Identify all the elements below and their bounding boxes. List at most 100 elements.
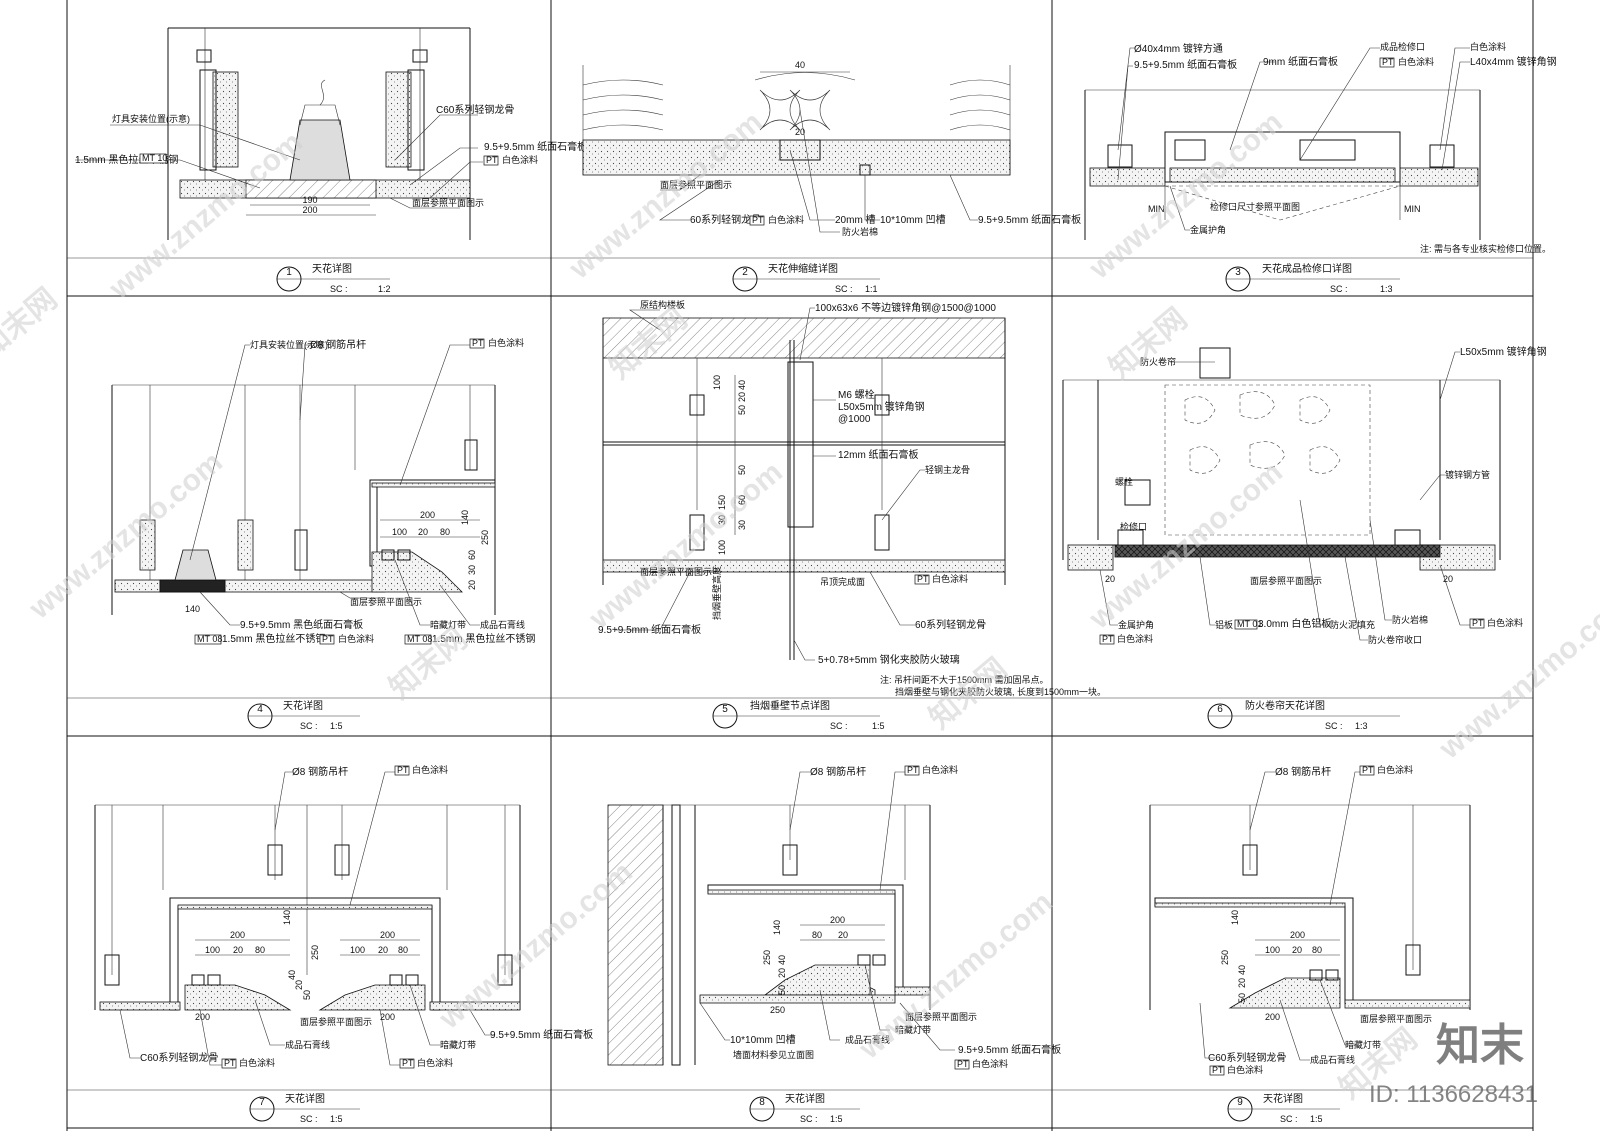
svg-text:1.5mm 黑色拉丝不锈钢: 1.5mm 黑色拉丝不锈钢 xyxy=(222,632,325,645)
svg-text:面层参照平面图示: 面层参照平面图示 xyxy=(660,179,732,190)
svg-text:面层参照平面图示: 面层参照平面图示 xyxy=(1250,575,1322,586)
svg-text:1.5mm 黑色拉丝不锈钢: 1.5mm 黑色拉丝不锈钢 xyxy=(432,632,535,645)
scale-label: SC : xyxy=(300,721,318,731)
svg-text:暗藏灯带: 暗藏灯带 xyxy=(895,1024,931,1035)
svg-text:白色涂料: 白色涂料 xyxy=(1487,617,1523,628)
svg-text:面层参照平面图示: 面层参照平面图示 xyxy=(350,596,422,607)
svg-text:9mm 纸面石膏板: 9mm 纸面石膏板 xyxy=(1263,55,1338,68)
svg-text:250: 250 xyxy=(310,945,320,960)
svg-text:3.0mm 白色铝板: 3.0mm 白色铝板 xyxy=(1258,617,1331,630)
svg-text:50: 50 xyxy=(1237,993,1247,1003)
svg-text:金属护角: 金属护角 xyxy=(1118,619,1154,630)
svg-text:www.znzmo.com: www.znzmo.com xyxy=(1083,105,1289,286)
svg-text:80: 80 xyxy=(255,945,265,955)
svg-text:暗藏灯带: 暗藏灯带 xyxy=(430,619,466,630)
svg-text:www.znzmo.com: www.znzmo.com xyxy=(583,455,789,636)
svg-text:白色涂料: 白色涂料 xyxy=(768,214,804,225)
svg-text:C60系列轻钢龙骨: C60系列轻钢龙骨 xyxy=(1208,1051,1286,1064)
svg-text:9.5+9.5mm 纸面石膏板: 9.5+9.5mm 纸面石膏板 xyxy=(598,623,701,636)
scale-value: 1:1 xyxy=(865,284,878,294)
svg-text:20: 20 xyxy=(294,980,304,990)
svg-text:MIN: MIN xyxy=(1148,204,1165,214)
panel-title-7: 7 天花详图 SC : 1:5 xyxy=(249,1092,360,1124)
svg-text:60: 60 xyxy=(467,550,477,560)
scale-label: SC : xyxy=(1330,284,1348,294)
svg-text:140: 140 xyxy=(772,920,782,935)
svg-text:PT: PT xyxy=(1362,765,1374,775)
svg-text:250: 250 xyxy=(770,1005,785,1015)
svg-text:10*10mm 凹槽: 10*10mm 凹槽 xyxy=(880,213,946,226)
scale-value: 1:3 xyxy=(1355,721,1368,731)
watermarks: 知末网 www.znzmo.com www.znzmo.com 知末网 www.… xyxy=(0,105,1600,1108)
svg-text:20: 20 xyxy=(795,127,805,137)
svg-text:白色涂料: 白色涂料 xyxy=(1398,56,1434,67)
svg-text:L50x5mm 镀锌角钢: L50x5mm 镀锌角钢 xyxy=(838,400,925,413)
svg-text:PT: PT xyxy=(907,765,919,775)
svg-text:注: 需与各专业核实检修口位置。: 注: 需与各专业核实检修口位置。 xyxy=(1420,243,1551,254)
svg-text:灯具安装位置(示意): 灯具安装位置(示意) xyxy=(250,339,328,350)
panel-title: 天花详图 xyxy=(1263,1092,1303,1105)
panel-title: 天花伸缩缝详图 xyxy=(768,262,838,275)
svg-text:100x63x6 不等边镀锌角钢@1500@1000: 100x63x6 不等边镀锌角钢@1500@1000 xyxy=(815,301,996,314)
panel-title-3: 3 天花成品检修口详图 SC : 1:3 xyxy=(1225,262,1400,294)
svg-text:PT: PT xyxy=(957,1059,969,1069)
panel-number: 8 xyxy=(759,1097,765,1108)
svg-text:80: 80 xyxy=(398,945,408,955)
svg-text:20: 20 xyxy=(233,945,243,955)
svg-text:吊顶完成面: 吊顶完成面 xyxy=(820,576,865,587)
svg-text:100: 100 xyxy=(717,540,727,555)
svg-text:挡烟垂壁与钢化夹胶防火玻璃, 长度到1500mm一块。: 挡烟垂壁与钢化夹胶防火玻璃, 长度到1500mm一块。 xyxy=(895,686,1106,697)
panel-7-drawing: 200 100 20 80 200 100 20 80 140 250 40 2… xyxy=(94,764,593,1069)
panel-title-8: 8 天花详图 SC : 1:5 xyxy=(749,1092,860,1124)
panel-title: 天花详图 xyxy=(312,262,352,275)
svg-text:50: 50 xyxy=(302,990,312,1000)
svg-text:PT: PT xyxy=(486,155,498,165)
svg-text:140: 140 xyxy=(185,604,200,614)
svg-text:20: 20 xyxy=(1443,574,1453,584)
svg-text:PT: PT xyxy=(397,765,409,775)
svg-text:成品检修口: 成品检修口 xyxy=(1380,41,1425,52)
svg-text:防火卷帘: 防火卷帘 xyxy=(1140,356,1176,367)
svg-text:PT: PT xyxy=(322,634,334,644)
svg-text:20: 20 xyxy=(737,392,747,402)
svg-text:成品石膏线: 成品石膏线 xyxy=(285,1039,330,1050)
svg-text:白色涂料: 白色涂料 xyxy=(338,633,374,644)
svg-text:PT: PT xyxy=(402,1058,414,1068)
svg-text:20mm 槽: 20mm 槽 xyxy=(835,213,876,226)
svg-text:面层参照平面图示: 面层参照平面图示 xyxy=(412,197,484,208)
svg-text:Ø8 钢筋吊杆: Ø8 钢筋吊杆 xyxy=(810,765,866,778)
svg-text:20: 20 xyxy=(838,930,848,940)
scale-label: SC : xyxy=(330,284,348,294)
svg-text:100: 100 xyxy=(350,945,365,955)
svg-text:60系列轻钢龙骨: 60系列轻钢龙骨 xyxy=(690,213,761,226)
svg-text:成品石膏线: 成品石膏线 xyxy=(1310,1054,1355,1065)
svg-text:60系列轻钢龙骨: 60系列轻钢龙骨 xyxy=(915,618,986,631)
svg-text:www.znzmo.com: www.znzmo.com xyxy=(23,445,229,626)
svg-text:200: 200 xyxy=(1265,1012,1280,1022)
panel-number: 2 xyxy=(742,267,748,278)
svg-text:150: 150 xyxy=(717,495,727,510)
scale-label: SC : xyxy=(835,284,853,294)
svg-text:暗藏灯带: 暗藏灯带 xyxy=(1345,1039,1381,1050)
svg-text:Ø8 钢筋吊杆: Ø8 钢筋吊杆 xyxy=(1275,765,1331,778)
svg-text:10*10mm 凹槽: 10*10mm 凹槽 xyxy=(730,1033,796,1046)
svg-text:白色涂料: 白色涂料 xyxy=(922,764,958,775)
svg-text:9.5+9.5mm 纸面石膏板: 9.5+9.5mm 纸面石膏板 xyxy=(978,213,1081,226)
svg-text:100: 100 xyxy=(392,527,407,537)
svg-text:@1000: @1000 xyxy=(838,414,871,425)
svg-text:80: 80 xyxy=(812,930,822,940)
scale-label: SC : xyxy=(300,1114,318,1124)
svg-text:白色涂料: 白色涂料 xyxy=(502,154,538,165)
svg-text:检修口: 检修口 xyxy=(1120,521,1147,532)
svg-text:50: 50 xyxy=(737,465,747,475)
svg-text:100: 100 xyxy=(1265,945,1280,955)
brand-logo: 知末 xyxy=(1436,1021,1524,1070)
svg-text:防火岩棉: 防火岩棉 xyxy=(842,226,878,237)
svg-text:100: 100 xyxy=(205,945,220,955)
svg-text:铝板: 铝板 xyxy=(1215,619,1233,630)
panel-title: 挡烟垂壁节点详图 xyxy=(750,699,830,712)
panel-number: 4 xyxy=(257,704,263,715)
svg-text:注: 吊杆间距不大于1500mm 需加固吊点。: 注: 吊杆间距不大于1500mm 需加固吊点。 xyxy=(880,674,1049,685)
svg-text:金属护角: 金属护角 xyxy=(1190,224,1226,235)
svg-text:白色涂料: 白色涂料 xyxy=(1117,633,1153,644)
